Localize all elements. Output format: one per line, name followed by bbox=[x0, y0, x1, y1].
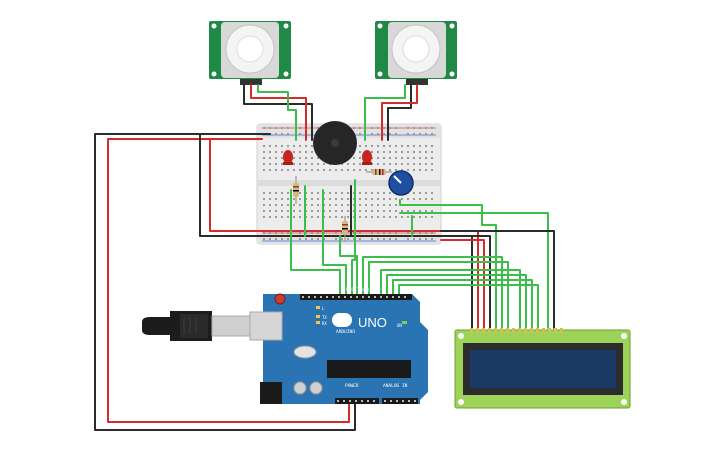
wire-d-4 bbox=[398, 284, 539, 329]
wire-pir-left-out bbox=[257, 84, 297, 141]
breadboard bbox=[256, 123, 442, 245]
lcd-pin-header bbox=[470, 328, 563, 333]
pir-sensor-left bbox=[209, 21, 291, 85]
wire-d-5 bbox=[368, 261, 509, 329]
wire-lcd-c bbox=[399, 199, 497, 329]
arduino-brand: ARDUINO bbox=[336, 329, 355, 335]
wire-d-1 bbox=[380, 269, 521, 329]
wire-gnd-loop bbox=[94, 133, 356, 431]
buzzer bbox=[313, 121, 357, 165]
wire-pir-left-vcc bbox=[250, 84, 307, 141]
wire-led bbox=[339, 235, 358, 295]
tx-label: TX bbox=[322, 315, 327, 320]
wire-pir-in-1 bbox=[290, 189, 341, 295]
wire-5v-rail-link bbox=[209, 138, 479, 329]
led-left bbox=[283, 150, 293, 165]
wire-pir-right-vcc bbox=[381, 84, 418, 141]
lcd-16x2 bbox=[454, 328, 631, 409]
wire-lcd-e bbox=[440, 230, 555, 329]
wire-5v-loop bbox=[107, 138, 350, 423]
wire-pir-right-out bbox=[364, 84, 406, 141]
wire-lcd-d bbox=[399, 212, 549, 329]
rx-label: RX bbox=[322, 321, 327, 326]
power-header bbox=[335, 398, 379, 404]
l-label: L bbox=[322, 306, 325, 311]
digital-header bbox=[300, 294, 412, 300]
wire-lcd-a bbox=[440, 235, 491, 329]
analog-label: ANALOG IN bbox=[383, 383, 408, 389]
power-label: POWER bbox=[345, 383, 359, 389]
resistor-bottom bbox=[342, 216, 348, 242]
usb-cable bbox=[142, 311, 251, 341]
wire-d-2 bbox=[386, 274, 527, 329]
wire-lcd-b bbox=[440, 239, 485, 329]
wire-pir-right-gnd bbox=[387, 84, 412, 141]
arduino-model: UNO bbox=[358, 315, 387, 330]
pir-sensor-right bbox=[375, 21, 457, 85]
wire-d-3 bbox=[392, 279, 533, 329]
on-label: ON bbox=[397, 323, 402, 328]
breadboard-holes bbox=[263, 127, 433, 240]
wire-pir-in-2 bbox=[322, 189, 347, 295]
wire-buzzer bbox=[351, 179, 356, 295]
potentiometer bbox=[388, 170, 414, 196]
wire-d-6 bbox=[362, 256, 503, 329]
resistor-top bbox=[366, 169, 392, 175]
wire-gnd-rail-link bbox=[199, 133, 473, 329]
led-right bbox=[362, 150, 372, 165]
lcd-screen bbox=[470, 350, 616, 388]
digital-label: DIGITAL (PWM ~) bbox=[346, 287, 387, 293]
wires bbox=[94, 84, 555, 431]
analog-header bbox=[382, 398, 418, 404]
resistor-mid bbox=[293, 176, 299, 204]
wire-pir-left-gnd bbox=[243, 84, 313, 141]
arduino-uno: ARDUINO UNO DIGITAL (PWM ~) TX RX L ON P… bbox=[249, 287, 428, 404]
